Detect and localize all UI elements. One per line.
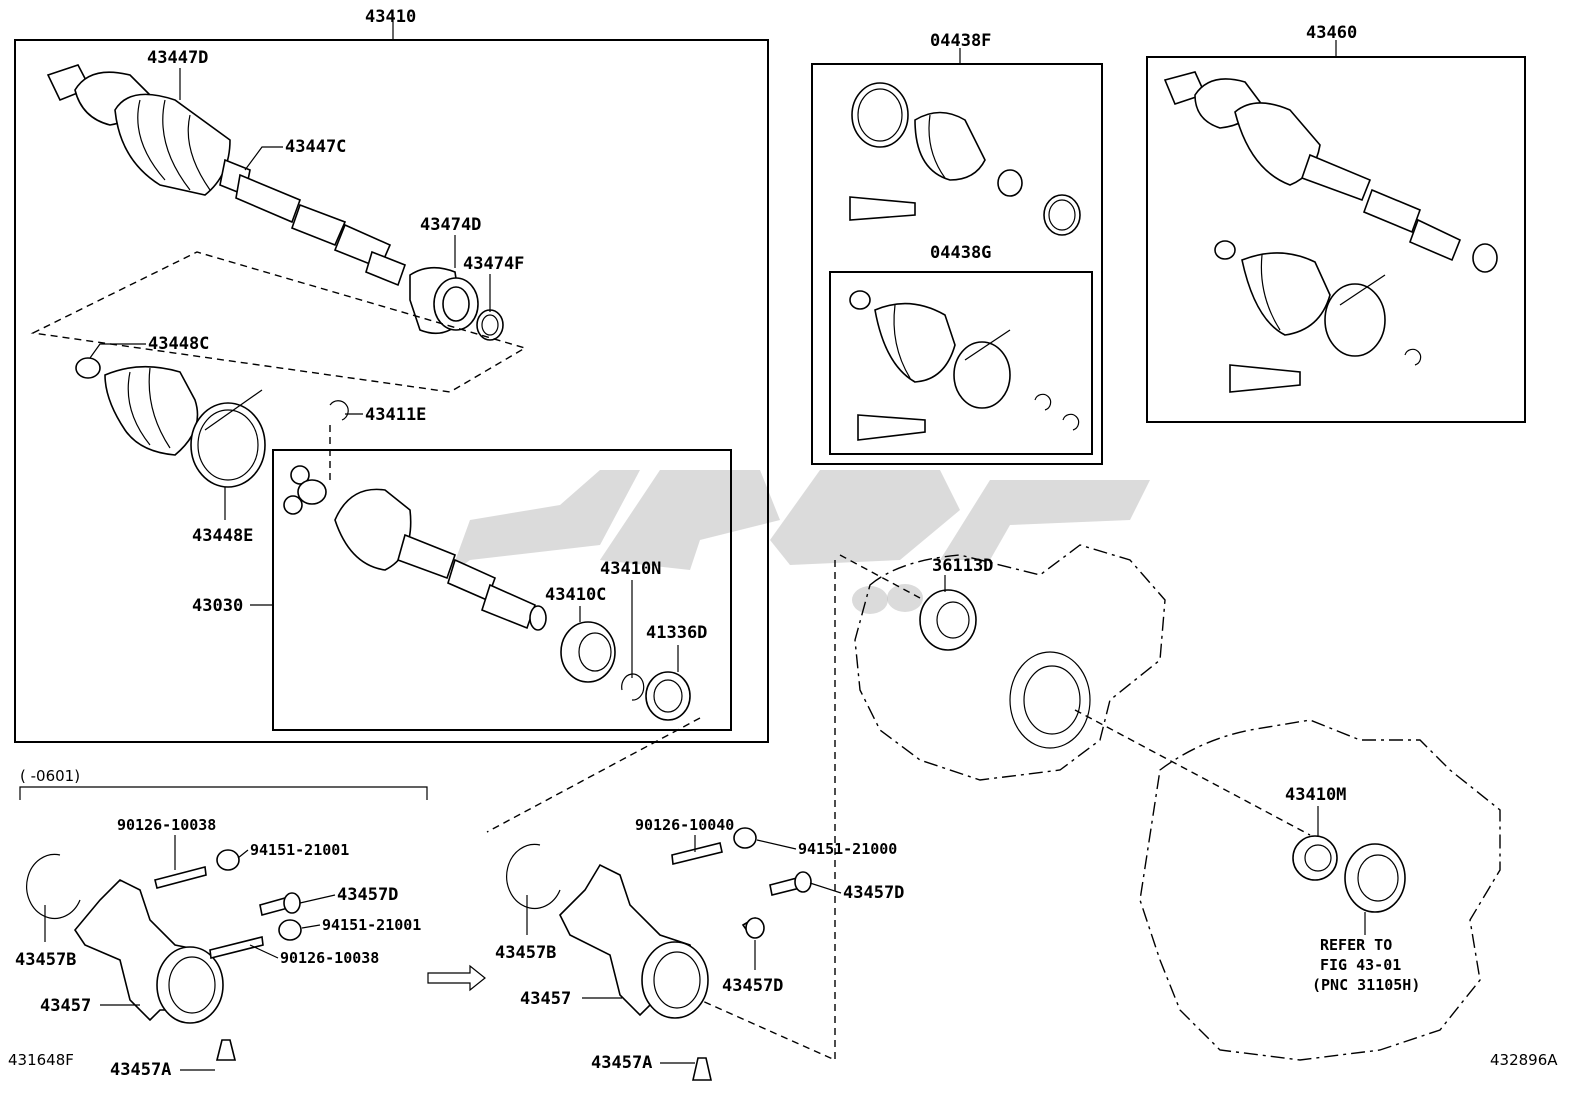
label-94151-21001-a: 94151-21001 bbox=[250, 841, 349, 859]
label-43447C: 43447C bbox=[285, 137, 346, 157]
refer-line-1: REFER TO bbox=[1320, 936, 1392, 954]
label-90126-10038-a: 90126-10038 bbox=[117, 816, 216, 834]
bearing-bracket-new bbox=[506, 827, 812, 1081]
outer-axle-shaft bbox=[46, 64, 407, 287]
transaxle-case bbox=[839, 544, 1501, 1061]
outer-joint-ring bbox=[409, 266, 504, 341]
label-43448C: 43448C bbox=[148, 334, 209, 354]
catalog-number-right: 432896A bbox=[1490, 1051, 1558, 1069]
boot-43448 bbox=[75, 357, 266, 488]
label-43457D-a: 43457D bbox=[337, 885, 398, 905]
label-36113D: 36113D bbox=[932, 556, 993, 576]
label-43457A-b: 43457A bbox=[591, 1053, 652, 1073]
bearing-43410M bbox=[1292, 835, 1338, 881]
label-94151-21000: 94151-21000 bbox=[798, 840, 897, 858]
label-43457B-b: 43457B bbox=[495, 943, 556, 963]
bearing-43410C bbox=[560, 621, 616, 683]
boot-dashed-frame bbox=[30, 251, 527, 393]
circlip-43411E bbox=[329, 400, 349, 421]
label-43447D: 43447D bbox=[147, 48, 208, 68]
label-43030: 43030 bbox=[192, 596, 243, 616]
label-43448E: 43448E bbox=[192, 526, 253, 546]
refer-line-2: FIG 43-01 bbox=[1320, 956, 1401, 974]
label-41336D: 41336D bbox=[646, 623, 707, 643]
label-43457-b: 43457 bbox=[520, 989, 571, 1009]
catalog-number-left: 431648F bbox=[8, 1051, 74, 1069]
label-90126-10038-b: 90126-10038 bbox=[280, 949, 379, 967]
label-date-range: ( -0601) bbox=[20, 767, 80, 785]
label-43457-a: 43457 bbox=[40, 996, 91, 1016]
label-43457B-a: 43457B bbox=[15, 950, 76, 970]
label-04438G: 04438G bbox=[930, 243, 991, 263]
refer-line-3: (PNC 31105H) bbox=[1312, 976, 1420, 994]
watermark-logo bbox=[450, 470, 1150, 614]
label-43410N: 43410N bbox=[600, 559, 661, 579]
snap-ring-43410N bbox=[621, 673, 645, 701]
label-90126-10040: 90126-10040 bbox=[635, 816, 734, 834]
label-43457D-b: 43457D bbox=[843, 883, 904, 903]
label-43457A-a: 43457A bbox=[110, 1060, 171, 1080]
label-43410C: 43410C bbox=[545, 585, 606, 605]
label-94151-21001-b: 94151-21001 bbox=[322, 916, 421, 934]
date-range-bracket: ( -0601) bbox=[19, 767, 428, 800]
inner-joint-shaft bbox=[283, 465, 547, 631]
assembly-box-43410: 43410 bbox=[14, 7, 769, 743]
label-43457D-c: 43457D bbox=[722, 976, 783, 996]
label-43410M: 43410M bbox=[1285, 785, 1346, 805]
label-43411E: 43411E bbox=[365, 405, 426, 425]
label-43410: 43410 bbox=[365, 7, 416, 27]
bearing-bracket-old bbox=[26, 849, 302, 1061]
assembly-box-43030: 43030 bbox=[192, 449, 732, 731]
seal-reference bbox=[1344, 843, 1406, 913]
label-04438F: 04438F bbox=[930, 31, 991, 51]
label-43460: 43460 bbox=[1306, 23, 1357, 43]
boot-kit-box-04438G: 04438G bbox=[829, 243, 1093, 455]
boot-kit-box-04438F: 04438F bbox=[811, 31, 1103, 465]
label-43474D: 43474D bbox=[420, 215, 481, 235]
assembly-box-43460: 43460 bbox=[1146, 23, 1526, 423]
seal-41336D bbox=[645, 671, 691, 721]
arrow-supersedes bbox=[427, 964, 486, 992]
label-43474F: 43474F bbox=[463, 254, 524, 274]
